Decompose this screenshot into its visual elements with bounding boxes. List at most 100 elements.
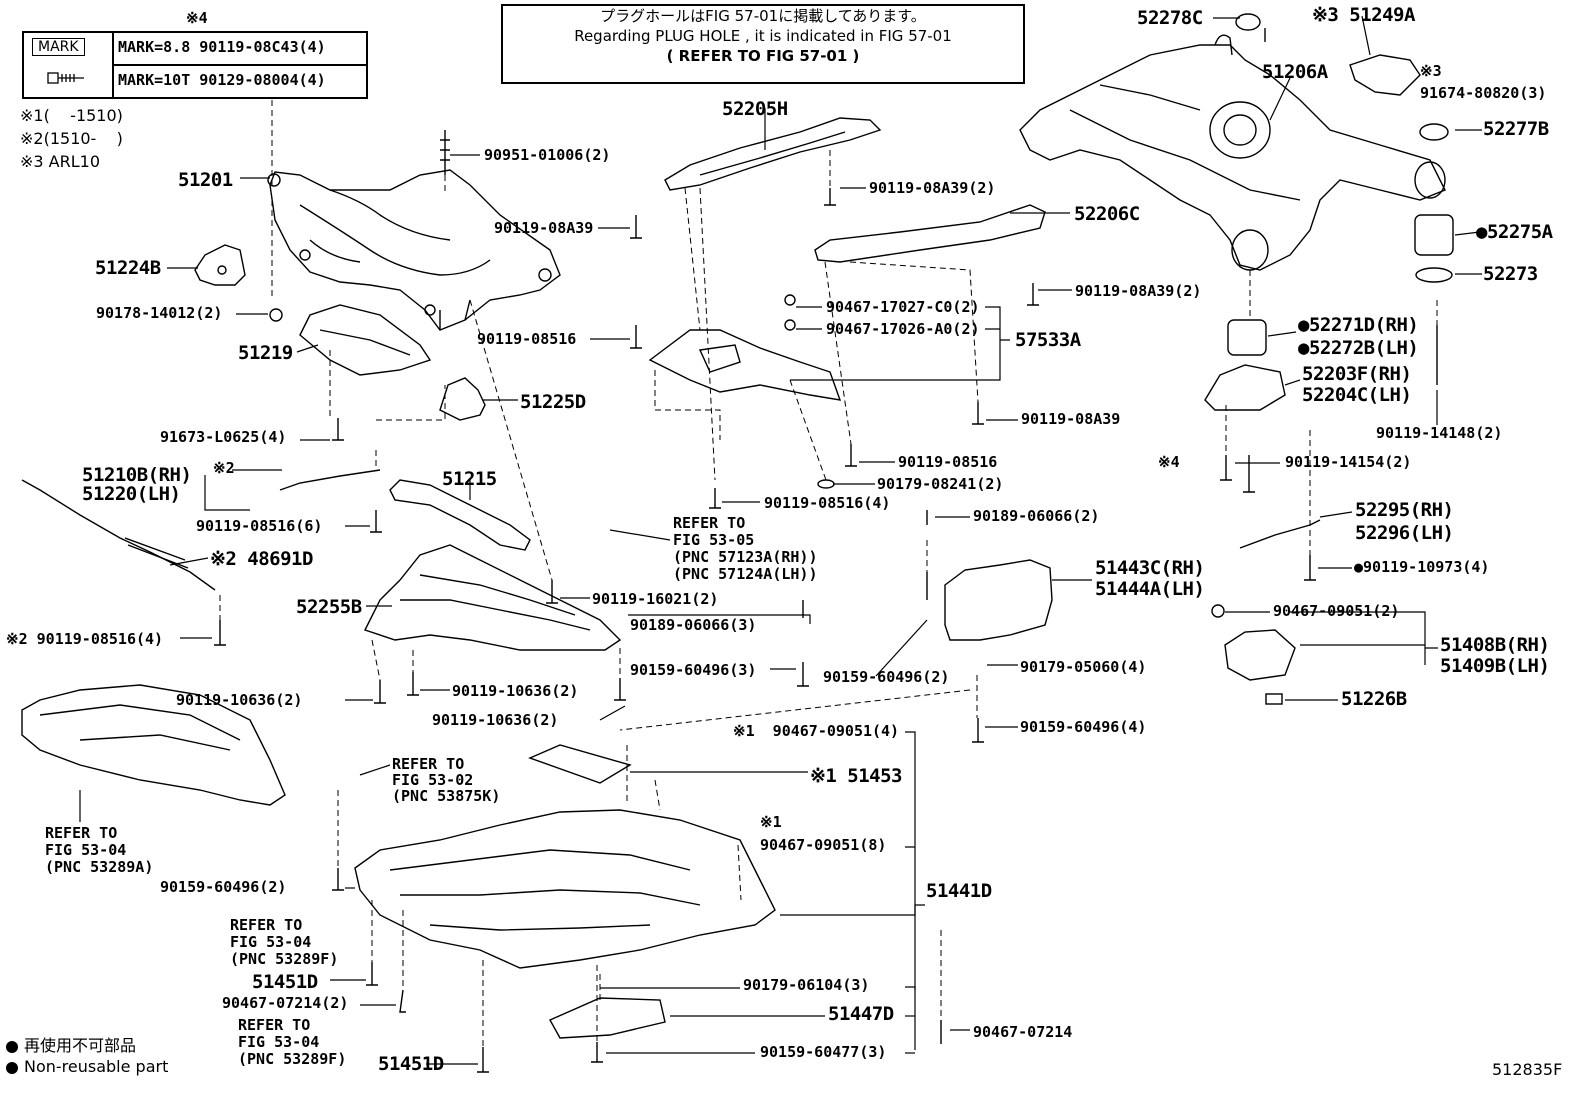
part-label: 51201 [178, 169, 233, 191]
part-label: 90119-10636(2) [452, 682, 579, 700]
part-label: 51226B [1341, 688, 1407, 710]
part-label: 52203F(RH) [1302, 363, 1412, 385]
part-label: 52277B [1483, 118, 1549, 140]
legend-jp-text: 再使用不可部品 [24, 1036, 137, 1055]
bolt-icon [47, 72, 84, 84]
part-label: 52255B [296, 596, 362, 618]
part-label: REFER TO [392, 755, 465, 773]
part-label: ●90119-10973(4) [1354, 558, 1490, 576]
part-label: FIG 53-04 [45, 841, 127, 859]
part-label: ●52275A [1476, 221, 1553, 243]
part-label: 52204C(LH) [1302, 384, 1412, 406]
part-label: 90467-09051(8) [760, 836, 887, 854]
part-label: ※2 [213, 459, 235, 477]
rear-crossmember [1019, 34, 1446, 271]
part-label: (PNC 53289F) [230, 950, 339, 968]
note-2: ※2(1510- ) [20, 129, 123, 148]
legend-en-text: Non-reusable part [24, 1057, 169, 1076]
part-label: ※1 51453 [810, 765, 903, 787]
part-label: 90119-08A39 [494, 219, 594, 237]
part-label: ※4 [1158, 453, 1180, 471]
part-label: (PNC 53875K) [392, 787, 501, 805]
notice-line-jp: プラグホールはFIG 57-01に掲載してあります。 [600, 7, 926, 25]
part-label: (PNC 53289A) [45, 858, 154, 876]
part-label: (PNC 57123A(RH)) [673, 548, 818, 566]
part-label: 51451D [252, 971, 318, 993]
part-label: 90159-60477(3) [760, 1043, 887, 1061]
note-3: ※3 ARL10 [20, 152, 101, 171]
part-label: REFER TO [673, 514, 746, 532]
part-label: ※3 51249A [1312, 4, 1415, 26]
part-label: 52205H [722, 98, 788, 120]
mark-note-ref: ※4 [186, 9, 208, 27]
part-label: 90119-08A39 [1021, 410, 1121, 428]
part-label: 90189-06066(2) [973, 507, 1100, 525]
part-label: 91674-80820(3) [1420, 84, 1547, 102]
part-label: 51444A(LH) [1095, 578, 1205, 600]
part-label: 90119-08516(4) [764, 494, 891, 512]
part-label: REFER TO [230, 916, 303, 934]
bullet-icon [6, 1061, 18, 1074]
part-label: ※3 [1420, 62, 1442, 80]
part-label: 90159-60496(4) [1020, 718, 1147, 736]
part-label: 90467-07214(2) [222, 994, 349, 1012]
part-label: 90179-08241(2) [877, 475, 1004, 493]
plug-hole-notice: プラグホールはFIG 57-01に掲載してあります。 Regarding PLU… [501, 4, 1025, 84]
part-label: (PNC 53289F) [238, 1050, 347, 1068]
part-label: FIG 53-05 [673, 531, 755, 549]
mark-row-1: MARK=8.8 90119-08C43(4) [118, 38, 326, 56]
bullet-icon [6, 1040, 18, 1053]
part-label: ※1 90467-09051(4) [733, 722, 900, 740]
part-label: ※2 90119-08516(4) [6, 630, 164, 648]
part-label: 51224B [95, 257, 161, 279]
part-label: 51447D [828, 1003, 894, 1025]
notice-line-en: Regarding PLUG HOLE , it is indicated in… [574, 27, 952, 45]
part-label: 51443C(RH) [1095, 557, 1205, 579]
part-label: 90119-08516 [477, 330, 577, 348]
mark-tag: MARK [32, 38, 85, 56]
part-label: 90119-08A39(2) [1075, 282, 1202, 300]
part-label: 90119-08516(6) [196, 517, 323, 535]
part-label: 52273 [1483, 263, 1538, 285]
part-label: ※1 [760, 813, 782, 831]
part-label: 90159-60496(2) [160, 878, 287, 896]
front-crossmember [267, 169, 561, 331]
part-label: 52295(RH) [1355, 499, 1454, 521]
part-label: 90951-01006(2) [484, 146, 611, 164]
part-label: 52278C [1137, 7, 1203, 29]
part-label: 90179-06104(3) [743, 976, 870, 994]
legend-en: Non-reusable part [6, 1057, 168, 1076]
part-label: 51210B(RH) [82, 464, 192, 486]
part-label: ●52271D(RH) [1298, 314, 1419, 336]
part-label: 51409B(LH) [1440, 655, 1550, 677]
part-label: FIG 53-02 [392, 771, 474, 789]
part-label: 51219 [238, 342, 293, 364]
part-label: 57533A [1015, 329, 1081, 351]
legend-jp: 再使用不可部品 [6, 1032, 136, 1056]
part-label: 90467-09051(2) [1273, 602, 1400, 620]
part-label: ●52272B(LH) [1298, 337, 1419, 359]
part-label: ※2 48691D [210, 548, 313, 570]
fastener-icons [214, 28, 1438, 1073]
part-label: 51225D [520, 391, 586, 413]
part-label: 90119-10636(2) [176, 691, 303, 709]
part-label: 51408B(RH) [1440, 634, 1550, 656]
part-label: 90159-60496(2) [823, 668, 950, 686]
part-label: 90119-08A39(2) [869, 179, 996, 197]
part-label: 90179-05060(4) [1020, 658, 1147, 676]
part-label: 51206A [1262, 61, 1328, 83]
part-label: (PNC 57124A(LH)) [673, 565, 818, 583]
part-label: REFER TO [45, 824, 118, 842]
part-label: FIG 53-04 [238, 1033, 320, 1051]
part-label: 90467-17027-C0(2) [826, 298, 980, 316]
part-label: 90178-14012(2) [96, 304, 223, 322]
part-label: FIG 53-04 [230, 933, 312, 951]
part-label: 90119-16021(2) [592, 590, 719, 608]
notice-line-ref: ( REFER TO FIG 57-01 ) [666, 47, 860, 65]
bolt-mark-table: MARK MARK=8.8 90119-08C43(4) MARK=10T 90… [22, 31, 368, 99]
part-label: 51451D [378, 1053, 444, 1075]
part-label: 52206C [1074, 203, 1140, 225]
part-label: 90467-07214 [973, 1023, 1073, 1041]
part-label: 51220(LH) [82, 483, 181, 505]
part-label: 90467-17026-A0(2) [826, 320, 980, 338]
